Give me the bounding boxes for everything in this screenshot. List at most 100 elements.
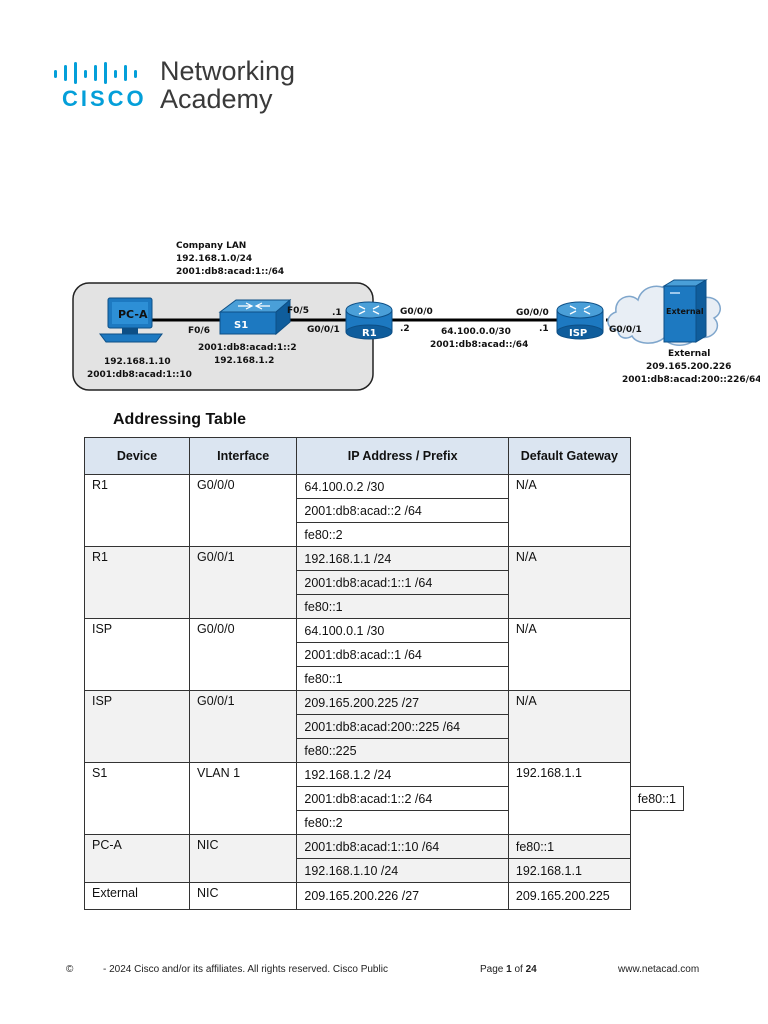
- switch-s1-icon: [218, 298, 292, 336]
- cell-device: PC-A: [84, 834, 190, 883]
- external-ipv6: 2001:db8:acad:200::226/64: [622, 375, 760, 385]
- isp-host-wan: .1: [539, 324, 549, 334]
- lan-ipv4: 192.168.1.0/24: [176, 254, 252, 264]
- cell-gateway: N/A: [507, 690, 631, 763]
- cell-gateway: fe80::1: [507, 834, 631, 859]
- col-header-ip: IP Address / Prefix: [296, 437, 509, 475]
- cell-ip-address: 192.168.1.1 /24: [296, 546, 509, 571]
- cell-ip-address: 209.165.200.226 /27: [296, 882, 509, 910]
- logo-brand: CISCO: [62, 86, 147, 111]
- cell-gateway: N/A: [507, 546, 631, 619]
- pc-a-ipv4: 192.168.1.10: [104, 357, 171, 367]
- router-isp-icon: [556, 301, 604, 340]
- s1-port-f05: F0/5: [287, 306, 309, 316]
- pc-a-icon: [99, 297, 163, 343]
- r1-host-wan: .2: [400, 324, 410, 334]
- logo-line2: Academy: [160, 84, 273, 114]
- table-row: 2001:db8:acad:1::1 /64: [85, 570, 684, 595]
- cell-ip-address: 2001:db8:acad::1 /64: [296, 642, 509, 667]
- netacad-link[interactable]: www.netacad.com: [618, 964, 700, 975]
- table-row: fe80::1: [85, 594, 684, 619]
- page-number: 1: [506, 964, 512, 975]
- cell-ip-address: 64.100.0.2 /30: [296, 474, 509, 499]
- cell-device: R1: [84, 546, 190, 619]
- s1-ipv6: 2001:db8:acad:1::2: [198, 343, 297, 353]
- cisco-bars-icon: [54, 62, 137, 84]
- addressing-table: Device Interface IP Address / Prefix Def…: [84, 437, 685, 910]
- cell-interface: G0/0/1: [188, 690, 298, 763]
- pc-a-ipv6: 2001:db8:acad:1::10: [87, 370, 192, 380]
- s1-ipv4: 192.168.1.2: [214, 356, 274, 366]
- cell-ip-address: fe80::225: [296, 738, 509, 763]
- wan-ipv6: 2001:db8:acad::/64: [430, 340, 528, 350]
- cell-ip-address: 2001:db8:acad:200::225 /64: [296, 714, 509, 739]
- cell-ip-address: 2001:db8:acad:1::2 /64: [296, 786, 509, 811]
- cell-interface: G0/0/0: [188, 618, 298, 691]
- cell-ip-address: 2001:db8:acad::2 /64: [296, 498, 509, 523]
- pc-a-port: F0/6: [188, 326, 210, 336]
- pc-a-label: PC-A: [118, 308, 148, 321]
- cell-gateway: 209.165.200.225: [507, 882, 631, 910]
- r1-host-lan: .1: [332, 308, 342, 318]
- cell-ip-address: 209.165.200.225 /27: [296, 690, 509, 715]
- cell-device: S1: [84, 762, 190, 835]
- external-ipv4: 209.165.200.226: [646, 362, 731, 372]
- table-header-row: Device Interface IP Address / Prefix Def…: [84, 437, 684, 475]
- external-server-icon: [662, 279, 708, 343]
- cell-device: External: [84, 882, 190, 910]
- external-caption: External: [668, 349, 710, 359]
- cell-interface: VLAN 1: [188, 762, 298, 835]
- cell-gateway: 192.168.1.1: [507, 762, 631, 835]
- cell-interface: G0/0/0: [188, 474, 298, 547]
- router-r1-icon: [345, 301, 393, 340]
- col-header-device: Device: [84, 437, 190, 475]
- table-row: fe80::225: [85, 738, 684, 763]
- s1-label: S1: [234, 320, 248, 331]
- table-row: fe80::1: [85, 666, 684, 691]
- cell-ip-address: fe80::1: [296, 666, 509, 691]
- cell-gateway: N/A: [507, 618, 631, 691]
- cell-interface: NIC: [188, 834, 298, 883]
- external-server-label: External: [666, 307, 704, 316]
- r1-label: R1: [362, 328, 377, 339]
- copyright-text: - 2024 Cisco and/or its affiliates. All …: [103, 964, 388, 975]
- table-row: 2001:db8:acad:200::225 /64: [85, 714, 684, 739]
- cell-gateway: 192.168.1.1: [507, 858, 631, 883]
- wan-ipv4: 64.100.0.0/30: [441, 327, 511, 337]
- cell-ip-address: fe80::2: [296, 810, 509, 835]
- cell-ip-address: 2001:db8:acad:1::1 /64: [296, 570, 509, 595]
- cell-ip-address: fe80::2: [296, 522, 509, 547]
- cell-ip-address: 2001:db8:acad:1::10 /64: [296, 834, 509, 859]
- lan-title: Company LAN: [176, 241, 246, 251]
- cell-ip-address: 192.168.1.2 /24: [296, 762, 509, 787]
- cell-gateway: N/A: [507, 474, 631, 547]
- cell-interface: NIC: [188, 882, 298, 910]
- logo-line1: Networking: [160, 56, 296, 86]
- cisco-networking-academy-logo: CISCO Networking Academy: [54, 56, 314, 116]
- addressing-table-heading: Addressing Table: [113, 411, 247, 428]
- table-row: fe80::2: [85, 810, 684, 835]
- cell-device: ISP: [84, 618, 190, 691]
- cell-device: ISP: [84, 690, 190, 763]
- table-row: fe80::2: [85, 522, 684, 547]
- cell-interface: G0/0/1: [188, 546, 298, 619]
- col-header-gateway: Default Gateway: [507, 437, 631, 475]
- r1-port-g000: G0/0/0: [400, 307, 433, 317]
- page-prefix: Page: [480, 964, 504, 975]
- cell-device: R1: [84, 474, 190, 547]
- isp-label: ISP: [569, 328, 587, 339]
- isp-port-g000: G0/0/0: [516, 308, 549, 318]
- col-header-interface: Interface: [188, 437, 298, 475]
- page-total: 24: [525, 964, 537, 975]
- page-of: of: [514, 964, 523, 975]
- page-indicator: Page 1 of 24: [480, 964, 537, 975]
